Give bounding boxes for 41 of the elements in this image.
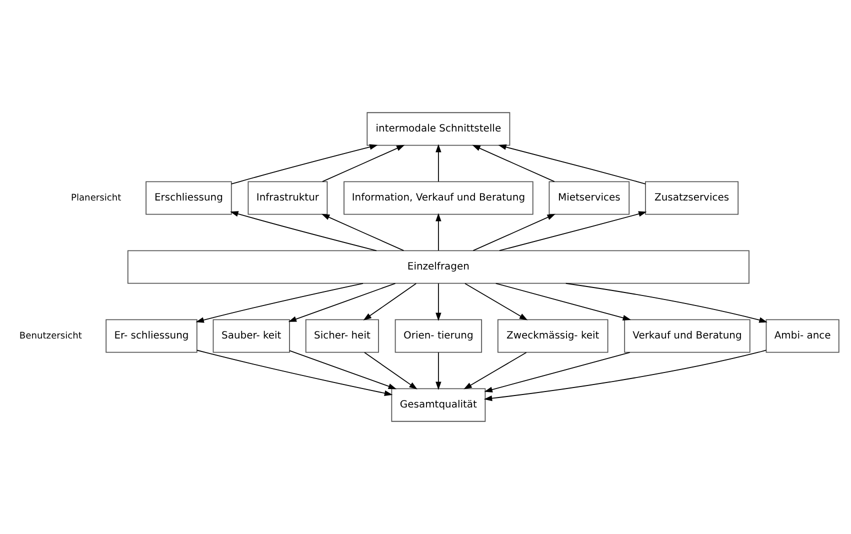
node-box: Erschliessung xyxy=(146,181,232,215)
arrow xyxy=(230,211,377,252)
node-box: Infrastruktur xyxy=(248,181,328,215)
label: Planersicht xyxy=(71,193,122,204)
arrow xyxy=(495,282,632,321)
arrow xyxy=(196,282,364,323)
label: Benutzersicht xyxy=(19,331,82,342)
node-box: Ambi- ance xyxy=(766,319,840,353)
node-box: Mietservices xyxy=(548,181,630,215)
arrow xyxy=(499,211,647,252)
node-box: Sicher- heit xyxy=(305,319,379,353)
arrow xyxy=(321,214,404,252)
node-box: Er- schliessung xyxy=(106,319,198,353)
arrow xyxy=(288,282,396,322)
arrow xyxy=(196,350,393,396)
arrow xyxy=(464,283,528,320)
node-box: Einzelfragen xyxy=(127,250,750,284)
arrow xyxy=(498,144,646,184)
arrow xyxy=(364,352,418,390)
arrow xyxy=(230,144,378,184)
arrow xyxy=(436,213,442,252)
node-box: Information, Verkauf und Beratung xyxy=(344,181,534,215)
arrow xyxy=(436,144,442,182)
node-box: Verkauf und Beratung xyxy=(624,319,750,353)
arrow xyxy=(565,282,768,323)
arrow xyxy=(472,214,556,252)
arrow xyxy=(322,144,405,182)
arrow xyxy=(436,352,442,390)
arrow xyxy=(436,283,442,321)
node-box: intermodale Schnittstelle xyxy=(366,112,510,146)
arrow xyxy=(289,350,397,390)
arrow xyxy=(464,352,527,390)
arrow xyxy=(484,350,766,402)
node-box: Orien- tierung xyxy=(394,319,482,353)
node-box: Zusatzservices xyxy=(645,181,739,215)
node-box: Sauber- keit xyxy=(212,319,290,353)
arrow xyxy=(484,352,630,392)
arrow xyxy=(363,283,417,320)
node-box: Gesamtqualität xyxy=(391,388,486,422)
arrow xyxy=(472,144,555,182)
node-box: Zweckmässig- keit xyxy=(497,319,608,353)
